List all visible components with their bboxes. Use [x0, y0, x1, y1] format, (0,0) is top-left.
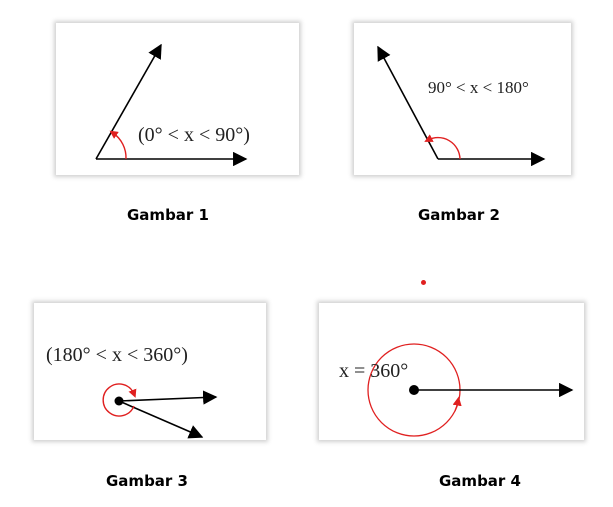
- figure-2-panel: 90° < x < 180°: [354, 23, 571, 175]
- figure-3-panel: (180° < x < 360°): [34, 303, 266, 440]
- acute-angle-diagram: (0° < x < 90°): [95, 43, 250, 167]
- vertex-point: [114, 396, 124, 406]
- angle-arc: [424, 134, 461, 160]
- figure-2-caption: Gambar 2: [418, 206, 500, 224]
- reflex-angle-diagram: (180° < x < 360°): [46, 344, 218, 439]
- ray-inclined: [95, 43, 162, 160]
- obtuse-angle-diagram: 90° < x < 180°: [377, 45, 546, 167]
- figure-4-panel: x = 360°: [319, 303, 584, 440]
- angle-arc: [102, 383, 137, 417]
- rotation-arrow: [452, 396, 462, 412]
- red-dot: [421, 280, 426, 285]
- figure-4-caption: Gambar 4: [439, 472, 521, 490]
- ray-inclined: [377, 45, 439, 160]
- angle-condition: x = 360°: [339, 360, 408, 382]
- vertex-point: [409, 385, 419, 395]
- ray-lower: [118, 400, 204, 439]
- angle-arc: [109, 130, 127, 160]
- angle-condition: 90° < x < 180°: [428, 78, 529, 97]
- angle-condition: (180° < x < 360°): [46, 344, 188, 366]
- figure-1-caption: Gambar 1: [127, 206, 209, 224]
- full-angle-diagram: x = 360°: [339, 343, 574, 437]
- figure-3-caption: Gambar 3: [106, 472, 188, 490]
- angle-condition: (0° < x < 90°): [138, 124, 250, 146]
- ray-upper: [118, 390, 218, 405]
- figure-1-panel: (0° < x < 90°): [56, 23, 299, 175]
